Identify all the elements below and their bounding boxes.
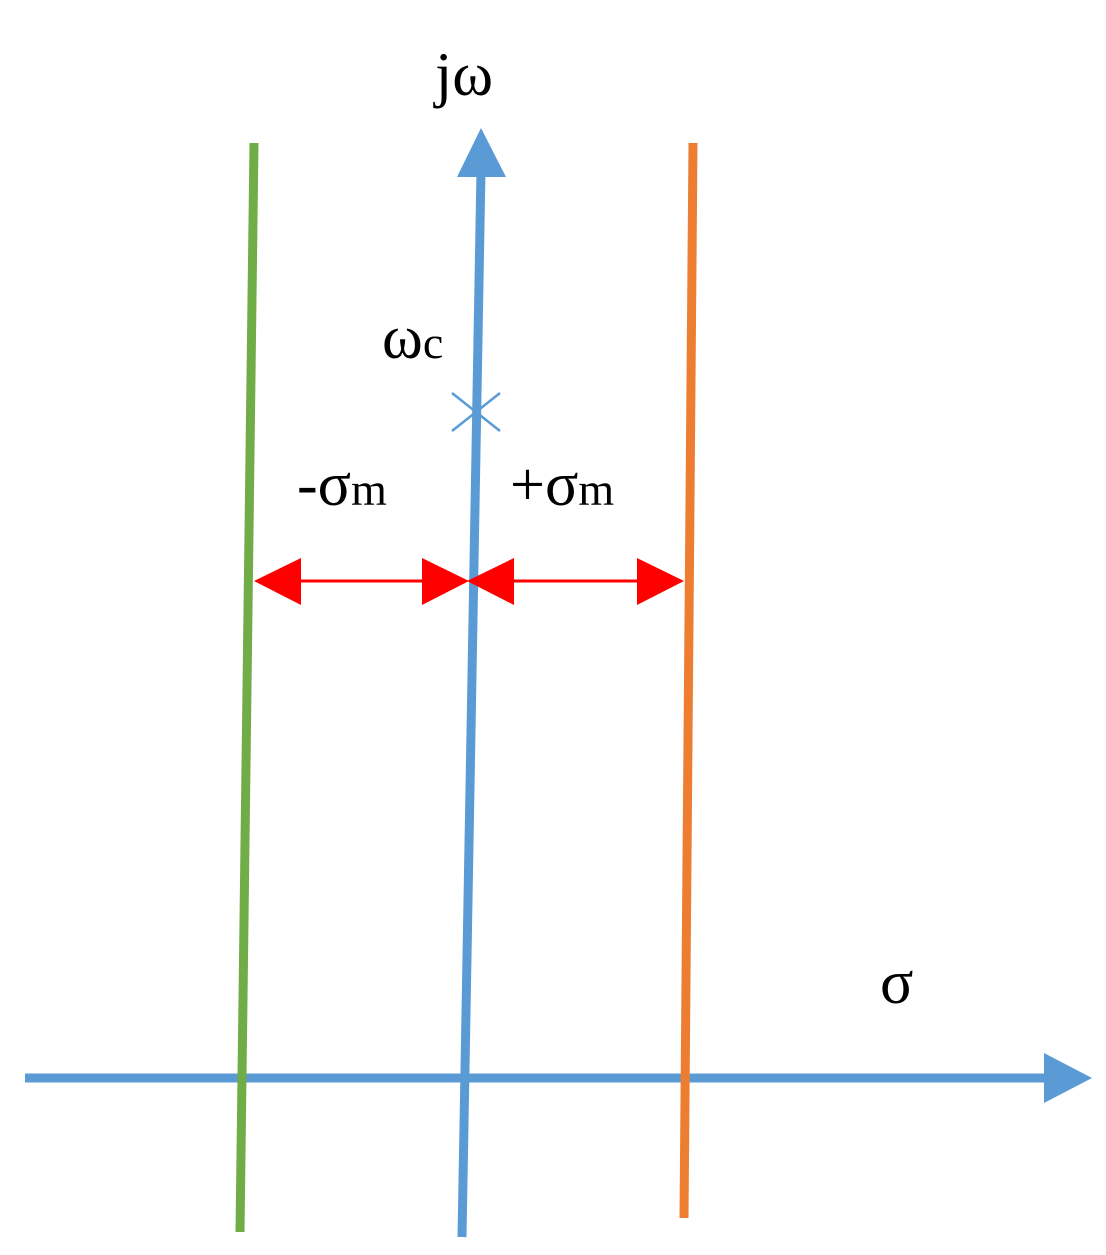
positive-margin-symbol: σ [545,451,578,519]
real-axis-label: σ [880,949,913,1017]
imaginary-axis-arrowhead [457,128,506,177]
imaginary-axis-label: jω [433,41,493,109]
right-boundary-line [679,142,698,1219]
negative-margin-sign: - [297,451,318,519]
positive-margin-label: +σm [510,451,614,519]
negative-margin-label: -σm [297,451,387,519]
negative-margin-symbol: σ [318,451,351,519]
negative-margin-arrow [254,558,469,605]
positive-margin-sign: + [510,451,545,519]
positive-margin-arrow [467,558,684,605]
left-boundary-line [235,142,259,1233]
cutoff-frequency-label: ωc [382,304,443,372]
real-axis-arrowhead [1044,1053,1092,1103]
imaginary-axis-line [457,169,486,1238]
negative-margin-subscript: m [351,464,387,515]
positive-margin-subscript: m [578,464,614,515]
pole-marker-icon [451,392,501,432]
cutoff-frequency-symbol: ω [382,304,423,372]
cutoff-frequency-subscript: c [423,317,443,368]
